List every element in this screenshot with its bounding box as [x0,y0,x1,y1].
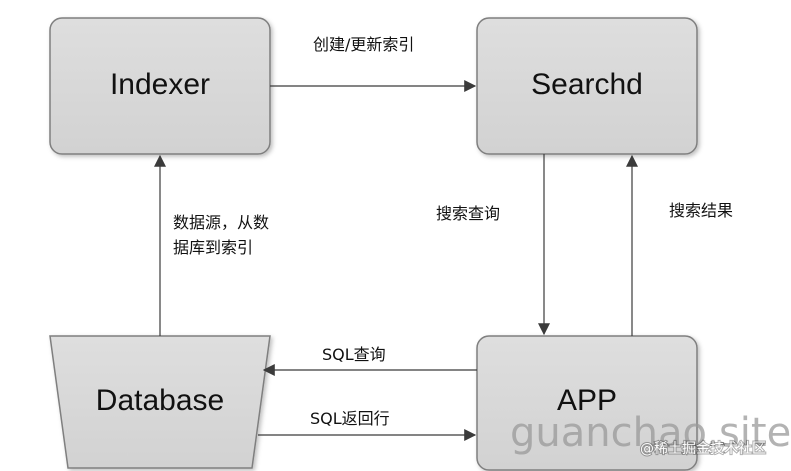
edge-database-to-app: SQL返回行 [258,409,477,441]
node-indexer-label: Indexer [110,68,210,101]
node-database-label: Database [96,384,224,417]
edge-app-to-searchd: 搜索结果 [626,154,733,336]
watermark: guanchao.site @稀土掘金技术社区 [510,410,791,458]
node-indexer: Indexer [49,17,271,155]
edge-app-to-database: SQL查询 [262,345,477,376]
node-app-label: APP [557,384,617,417]
edge-database-to-app-label: SQL返回行 [310,409,390,428]
edge-searchd-to-app: 搜索查询 [436,154,550,336]
edge-app-to-searchd-label: 搜索结果 [669,201,733,220]
node-database-shape [49,335,271,469]
edge-database-to-indexer-label-line1: 数据源，从数 [173,213,269,232]
edge-indexer-to-searchd-label: 创建/更新索引 [313,35,414,54]
node-searchd: Searchd [476,17,698,155]
edge-searchd-to-app-label: 搜索查询 [436,204,500,223]
node-app-box [476,335,698,471]
edge-database-to-indexer-label-line2: 据库到索引 [173,238,253,257]
edge-app-to-database-label: SQL查询 [322,345,386,364]
edge-indexer-to-searchd: 创建/更新索引 [270,35,477,92]
node-searchd-label: Searchd [531,68,643,101]
node-app: APP [476,335,698,471]
watermark-sub-text: @稀土掘金技术社区 [640,441,766,457]
edge-database-to-indexer: 数据源，从数 据库到索引 [154,154,269,336]
node-searchd-box [476,17,698,155]
node-database: Database [49,335,271,469]
watermark-main-text: guanchao.site [510,410,791,456]
